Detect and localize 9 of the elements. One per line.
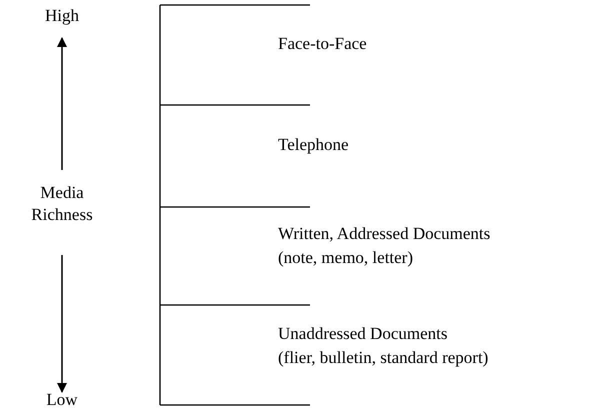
- scale-end-label: Low: [45, 389, 79, 411]
- axis-title: Media Richness: [30, 182, 94, 226]
- level-label: Written, Addressed Documents: [278, 223, 490, 245]
- level-label: Unaddressed Documents: [278, 323, 448, 345]
- scale-end-label: High: [44, 5, 80, 27]
- level-examples: (flier, bulletin, standard report): [278, 347, 488, 369]
- level-label: Face-to-Face: [278, 33, 367, 55]
- level-examples: (note, memo, letter): [278, 247, 414, 269]
- level-label: Telephone: [278, 134, 349, 156]
